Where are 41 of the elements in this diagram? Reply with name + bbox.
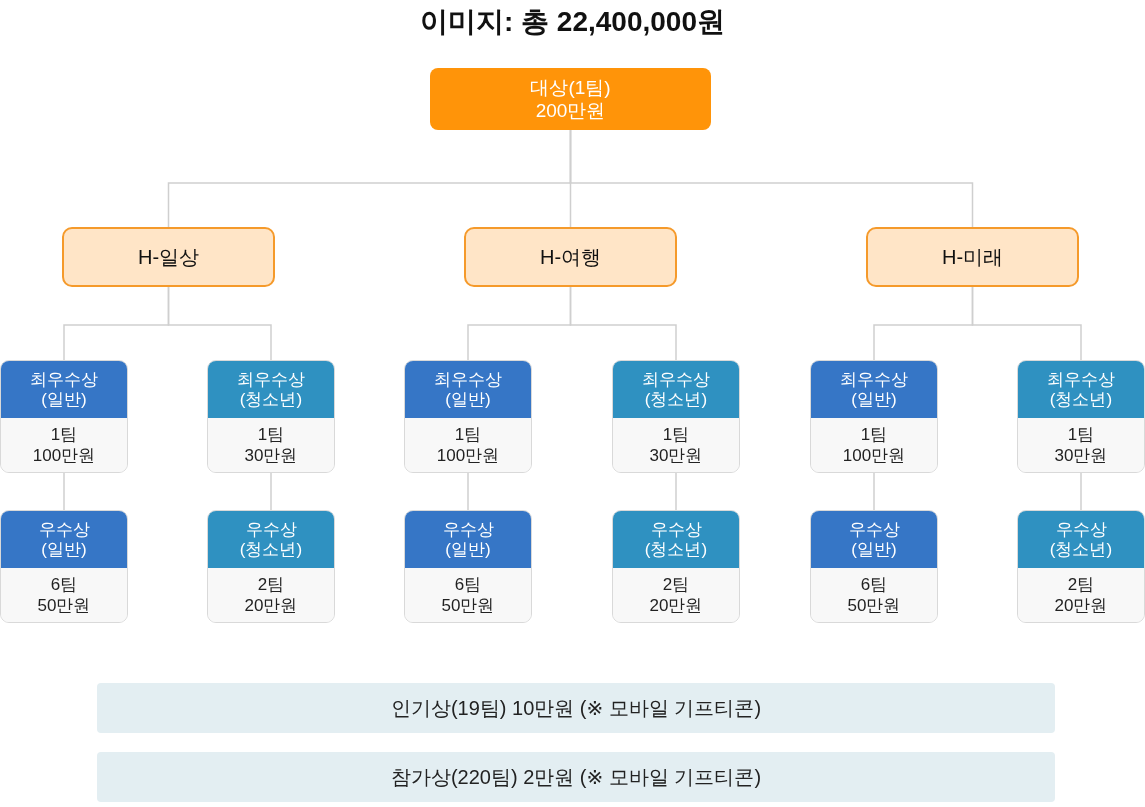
award-card [810,510,938,623]
note-bar: 참가상(220팀) 2만원 (※ 모바일 기프티콘) [97,752,1055,802]
connector-line [1080,472,1082,511]
connector-line [270,472,272,511]
note-bar: 인기상(19팀) 10만원 (※ 모바일 기프티콘) [97,683,1055,733]
category-box: H-여행 [464,227,677,287]
award-card [404,510,532,623]
award-header: 우수상 (청소년) [1018,511,1144,568]
award-card [1017,360,1145,473]
connector-line [63,472,65,511]
award-header: 우수상 (청소년) [613,511,739,568]
award-card [612,510,740,623]
award-card [1017,510,1145,623]
award-header: 우수상 (일반) [1,511,127,568]
award-header: 최우수상 (청소년) [1018,361,1144,418]
award-card [612,360,740,473]
award-card [207,510,335,623]
connector-line [569,129,974,228]
connector-line [467,472,469,511]
connector-line [873,472,875,511]
award-card [0,510,128,623]
award-card [207,360,335,473]
connector-line [675,472,677,511]
connector-line [971,286,1082,361]
award-header: 최우수상 (청소년) [613,361,739,418]
connector-line [167,286,272,361]
award-card [810,360,938,473]
award-header: 최우수상 (청소년) [208,361,334,418]
title: 이미지: 총 22,400,000원 [419,5,726,39]
category-box: H-미래 [866,227,1079,287]
award-header: 우수상 (일반) [811,511,937,568]
grand-prize-box: 대상(1팀) 200만원 [430,68,711,130]
award-header: 우수상 (청소년) [208,511,334,568]
award-header: 최우수상 (일반) [1,361,127,418]
award-card [0,360,128,473]
award-header: 최우수상 (일반) [405,361,531,418]
award-card [404,360,532,473]
connector-line [569,286,677,361]
category-box: H-일상 [62,227,275,287]
award-header: 우수상 (일반) [405,511,531,568]
award-header: 최우수상 (일반) [811,361,937,418]
